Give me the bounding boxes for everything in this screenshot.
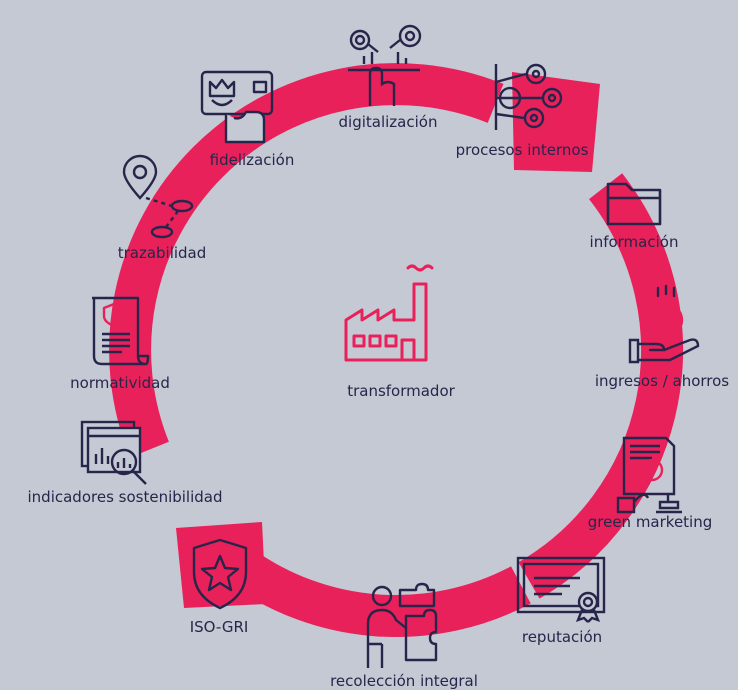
- digital-hand-gears-icon: [348, 24, 422, 106]
- star-badge-icon: [192, 538, 248, 610]
- ring-arc-right: [518, 173, 684, 599]
- legal-scroll-icon: [92, 296, 150, 366]
- loyalty-card-icon: [200, 70, 274, 144]
- svg-text:$: $: [660, 308, 673, 332]
- puzzle-person-icon: [366, 582, 438, 668]
- node-label-indicadores: indicadores sostenibilidad: [27, 488, 223, 506]
- node-label-normatividad: normatividad: [70, 374, 170, 392]
- center-label: transformador: [347, 382, 455, 400]
- node-label-recoleccion: recolección integral: [330, 672, 478, 690]
- document-stamp-icon: [616, 436, 682, 514]
- node-label-iso: ISO-GRI: [189, 618, 249, 636]
- map-pin-route-icon: [122, 154, 194, 239]
- node-label-green: green marketing: [587, 513, 713, 531]
- node-label-reputacion: reputación: [521, 628, 603, 646]
- node-label-procesos: procesos internos: [455, 141, 589, 159]
- node-label-fidelizacion: fidelización: [209, 151, 295, 169]
- folder-icon: [606, 182, 662, 226]
- node-label-ingresos: ingresos / ahorros: [594, 372, 730, 390]
- factory-icon: [344, 264, 434, 362]
- ring-arc-lower: [227, 548, 531, 637]
- ring-arc-upper: [109, 63, 504, 458]
- node-label-trazabilidad: trazabilidad: [117, 244, 207, 262]
- certificate-icon: [516, 556, 606, 623]
- node-label-informacion: información: [589, 233, 679, 251]
- coin-hand-icon: $: [628, 284, 700, 364]
- gears-network-icon: [494, 63, 563, 130]
- node-label-digitalizacion: digitalización: [338, 113, 438, 131]
- analytics-magnifier-icon: [80, 420, 147, 485]
